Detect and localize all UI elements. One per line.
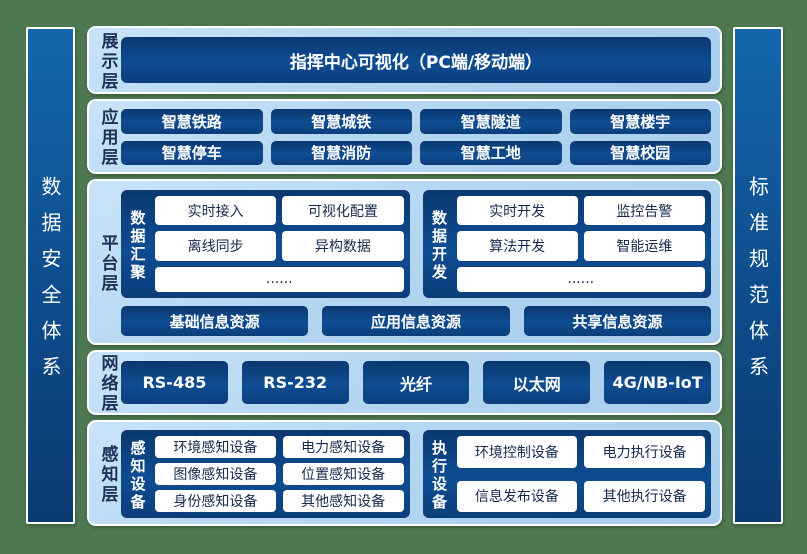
- command-center-visualization-box: 指挥中心可视化（PC端/移动端）: [121, 37, 711, 83]
- platform-box-heterogeneous-data: 异构数据: [282, 231, 404, 261]
- app-box-smart-campus: 智慧校园: [569, 140, 711, 165]
- layer-presentation: 展示层 指挥中心可视化（PC端/移动端）: [87, 26, 722, 94]
- resource-box-basic-info: 基础信息资源: [121, 306, 309, 336]
- layer-platform-label: 平台层: [97, 233, 118, 294]
- layer-presentation-label: 展示层: [97, 31, 118, 92]
- device-box-location-sensing: 位置感知设备: [282, 463, 404, 485]
- layer-perception: 感知层 感知设备 环境感知设备 电力感知设备 图像感知设备 位置感知设备 身份感…: [87, 420, 722, 526]
- group-data-aggregation: 数据汇聚 实时接入 可视化配置 离线同步 异构数据 ......: [121, 190, 410, 298]
- device-box-env-sensing: 环境感知设备: [155, 436, 276, 458]
- resource-row: 基础信息资源 应用信息资源 共享信息资源: [121, 306, 711, 336]
- network-box-rs232: RS-232: [241, 361, 349, 404]
- layer-network: 网络层 RS-485 RS-232 光纤 以太网 4G/NB-IoT: [87, 350, 722, 415]
- pillar-standards-label: 标准规范体系: [745, 175, 770, 392]
- group-data-development-title: 数据开发: [430, 209, 448, 282]
- layer-perception-label: 感知层: [97, 444, 118, 505]
- platform-box-more-development: ......: [456, 266, 705, 292]
- platform-box-realtime-dev: 实时开发: [456, 196, 578, 226]
- application-grid: 智慧铁路 智慧城铁 智慧隧道 智慧楼宇 智慧停车 智慧消防 智慧工地 智慧校园: [121, 101, 711, 172]
- group-actuator-devices: 执行设备 环境控制设备 电力执行设备 信息发布设备 其他执行设备: [422, 430, 711, 518]
- device-box-identity-sensing: 身份感知设备: [155, 490, 276, 512]
- device-box-other-actuator: 其他执行设备: [584, 480, 705, 512]
- pillar-data-security-label: 数据安全体系: [38, 175, 62, 392]
- app-box-smart-railway: 智慧铁路: [121, 109, 263, 134]
- device-box-image-sensing: 图像感知设备: [155, 463, 276, 485]
- group-data-aggregation-title: 数据汇聚: [128, 209, 147, 282]
- layer-network-label: 网络层: [97, 354, 118, 414]
- network-box-fiber: 光纤: [362, 361, 470, 404]
- platform-box-monitor-alert: 监控告警: [583, 196, 705, 226]
- platform-box-visual-config: 可视化配置: [282, 196, 404, 226]
- app-box-smart-parking: 智慧停车: [121, 140, 263, 165]
- device-box-env-control: 环境控制设备: [456, 436, 578, 468]
- network-box-rs485: RS-485: [121, 361, 228, 404]
- platform-box-intelligent-ops: 智能运维: [583, 231, 705, 261]
- app-box-smart-building: 智慧楼宇: [569, 109, 711, 134]
- network-box-ethernet: 以太网: [483, 361, 591, 404]
- layer-application: 应用层 智慧铁路 智慧城铁 智慧隧道 智慧楼宇 智慧停车 智慧消防 智慧工地 智…: [87, 99, 722, 174]
- app-box-smart-metro: 智慧城铁: [270, 109, 412, 134]
- platform-box-algorithm-dev: 算法开发: [456, 231, 578, 261]
- device-box-power-sensing: 电力感知设备: [282, 436, 404, 458]
- resource-box-application-info: 应用信息资源: [322, 306, 510, 336]
- pillar-standards: 标准规范体系: [733, 27, 783, 524]
- app-box-smart-worksite: 智慧工地: [420, 140, 562, 165]
- layer-application-label: 应用层: [97, 108, 118, 168]
- pillar-data-security: 数据安全体系: [26, 27, 75, 524]
- device-box-info-publishing: 信息发布设备: [456, 480, 578, 512]
- platform-box-realtime-access: 实时接入: [155, 196, 277, 226]
- layer-platform: 平台层 数据汇聚 实时接入 可视化配置 离线同步 异构数据 ......: [87, 179, 722, 345]
- group-sensing-devices: 感知设备 环境感知设备 电力感知设备 图像感知设备 位置感知设备 身份感知设备 …: [121, 430, 410, 518]
- platform-box-offline-sync: 离线同步: [155, 231, 277, 261]
- device-box-other-sensing: 其他感知设备: [282, 490, 404, 512]
- app-box-smart-tunnel: 智慧隧道: [420, 109, 562, 134]
- network-box-4g-nbiot: 4G/NB-IoT: [604, 361, 711, 404]
- group-actuator-devices-title: 执行设备: [430, 439, 448, 512]
- platform-box-more-aggregation: ......: [155, 266, 404, 292]
- resource-box-shared-info: 共享信息资源: [523, 306, 711, 336]
- app-box-smart-firefighting: 智慧消防: [270, 140, 412, 165]
- group-sensing-devices-title: 感知设备: [128, 439, 147, 512]
- device-box-power-actuator: 电力执行设备: [584, 436, 705, 468]
- network-grid: RS-485 RS-232 光纤 以太网 4G/NB-IoT: [121, 352, 711, 413]
- group-data-development: 数据开发 实时开发 监控告警 算法开发 智能运维 ......: [422, 190, 711, 298]
